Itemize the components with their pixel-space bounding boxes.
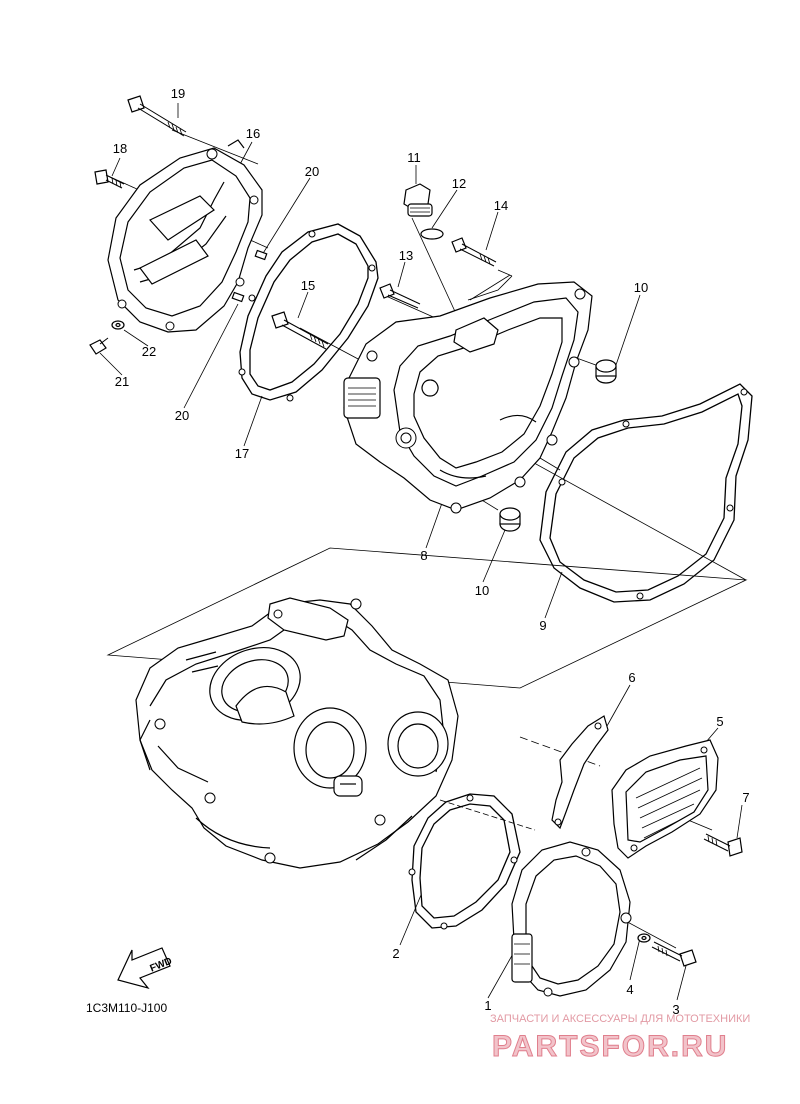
part-number-1: 1 <box>484 998 491 1013</box>
cover-1 <box>511 841 632 997</box>
bolt-13 <box>379 283 421 309</box>
part-number-16: 16 <box>246 126 260 141</box>
bolt-14 <box>451 237 497 267</box>
part-number-2: 2 <box>392 946 399 961</box>
gasket-2 <box>408 793 521 930</box>
part-number-labels: 19 18 16 20 11 12 14 13 15 10 22 21 20 1… <box>113 86 750 1017</box>
bracket-6 <box>551 715 609 830</box>
clutch-cover-16 <box>107 139 263 333</box>
dowel-pin-10-lower <box>499 507 521 532</box>
o-ring-12 <box>420 228 444 240</box>
bolt-3 <box>651 941 697 967</box>
bolt-15 <box>271 311 329 350</box>
watermark: ЗАПЧАСТИ И АКСЕССУАРЫ ДЛЯ МОТОТЕХНИКИ PA… <box>490 1013 750 1064</box>
bolt-7 <box>703 833 743 857</box>
watermark-tagline: ЗАПЧАСТИ И АКСЕССУАРЫ ДЛЯ МОТОТЕХНИКИ <box>490 1013 750 1025</box>
crankcase <box>135 597 459 869</box>
part-number-3: 3 <box>672 1002 679 1017</box>
bolt-19 <box>127 95 187 137</box>
part-number-8: 8 <box>420 548 427 563</box>
part-number-11: 11 <box>407 150 421 165</box>
part-number-7: 7 <box>742 790 749 805</box>
washer-22 <box>111 320 125 330</box>
part-number-13: 13 <box>399 248 413 263</box>
part-number-20b: 20 <box>175 408 189 423</box>
crankcase-cover-8 <box>343 281 593 514</box>
part-number-18: 18 <box>113 141 127 156</box>
bolt-21 <box>89 337 109 355</box>
washer-4 <box>637 933 651 943</box>
dowel-pin-20-upper <box>254 249 268 261</box>
forward-arrow-icon: FWD <box>117 947 174 990</box>
dowel-pin-10-upper <box>595 359 617 384</box>
part-number-10a: 10 <box>634 280 648 295</box>
part-number-15: 15 <box>301 278 315 293</box>
part-number-20a: 20 <box>305 164 319 179</box>
bolt-18 <box>94 169 125 189</box>
mounting-plane-inner <box>467 275 513 301</box>
watermark-brand: PARTSFOR.RU <box>492 1030 728 1063</box>
diagram-code: 1C3M110-J100 <box>86 1001 167 1015</box>
part-number-22: 22 <box>142 344 156 359</box>
part-number-14: 14 <box>494 198 508 213</box>
part-number-9: 9 <box>539 618 546 633</box>
part-number-5: 5 <box>716 714 723 729</box>
part-number-21: 21 <box>115 374 129 389</box>
part-number-19: 19 <box>171 86 185 101</box>
part-number-17: 17 <box>235 446 249 461</box>
part-number-10b: 10 <box>475 583 489 598</box>
cover-5 <box>611 739 719 859</box>
gasket-17 <box>238 223 379 402</box>
part-number-4: 4 <box>626 982 633 997</box>
part-number-6: 6 <box>628 670 635 685</box>
filler-plug-11 <box>403 183 433 217</box>
gasket-9 <box>539 383 753 603</box>
part-number-12: 12 <box>452 176 466 191</box>
dowel-pin-20-lower <box>231 291 245 303</box>
